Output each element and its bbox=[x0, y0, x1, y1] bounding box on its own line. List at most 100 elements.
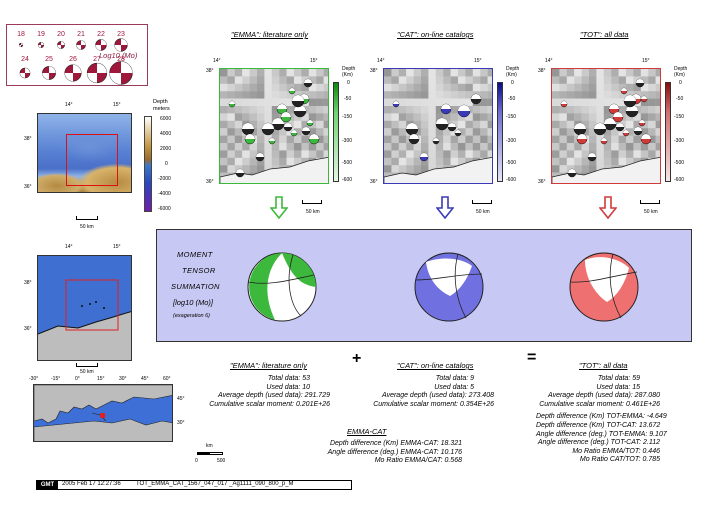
magnitude-label: 19 bbox=[37, 31, 45, 38]
magnitude-label: 24 bbox=[21, 56, 29, 63]
event-beachball bbox=[288, 87, 296, 95]
event-beachball bbox=[576, 133, 588, 145]
summation-line-4: [log10 (Mo)] bbox=[173, 298, 214, 307]
arrow-down-icon bbox=[436, 196, 454, 220]
summation-line-2: TENSOR bbox=[182, 266, 216, 275]
panel-emma bbox=[219, 68, 329, 184]
panel-emma-depth-tick-4: -300 bbox=[342, 138, 353, 144]
event-beachball bbox=[276, 103, 288, 115]
magnitude-label: 28 bbox=[117, 56, 125, 63]
event-beachball bbox=[432, 137, 440, 145]
tot-stats-block: Total data: 59 Used data: 15 Average dep… bbox=[536, 375, 667, 465]
panel-emma-lat-tick-bottom: 36° bbox=[206, 179, 214, 185]
world-lon-tick-2: -15° bbox=[51, 376, 61, 382]
panel-tot-lat-tick-top: 38° bbox=[538, 68, 546, 74]
magnitude-beachball bbox=[19, 67, 31, 79]
tot-used: Used data: 15 bbox=[596, 383, 640, 391]
panel-emma-scale-label: 50 km bbox=[306, 209, 320, 215]
depth-colorbar-tick-7: -6000 bbox=[158, 206, 171, 212]
depth-colorbar-tick-6: -4000 bbox=[158, 191, 171, 197]
beachball-tot bbox=[569, 252, 639, 322]
tot-mo-ratio-emma: Mo Ratio EMMA/TOT: 0.446 bbox=[572, 447, 660, 455]
outline-map bbox=[37, 255, 132, 361]
panel-emma-depth-bar bbox=[333, 82, 339, 182]
panel-emma-lat-tick-top: 38° bbox=[206, 68, 214, 74]
event-beachball bbox=[560, 100, 568, 108]
footer-filename: TOT_EMMA_CAT_1567_047_017 _Ag1111_090_80… bbox=[136, 481, 294, 487]
relief-scale-bar bbox=[76, 216, 98, 220]
tot-angle-diff-emma: Angle difference (deg.) TOT-EMMA: 9.107 bbox=[536, 430, 667, 438]
tot-moment: Cumulative scalar moment: 0.461E+26 bbox=[539, 400, 660, 408]
depth-colorbar-tick-3: 2000 bbox=[160, 146, 172, 152]
event-beachball bbox=[603, 117, 617, 131]
magnitude-label: 25 bbox=[45, 56, 53, 63]
event-beachball bbox=[593, 122, 607, 136]
relief-lon-tick-2: 15° bbox=[113, 102, 121, 108]
depth-colorbar bbox=[144, 116, 152, 212]
tot-depth-diff-emma: Depth difference (Km) TOT-EMMA: -4.649 bbox=[536, 413, 667, 421]
tot-stats-title: "TOT": all data bbox=[579, 361, 628, 370]
panel-tot-lon-tick-2: 15° bbox=[642, 58, 650, 64]
cat-stats-block: Total data: 9 Used data: 5 Average depth… bbox=[372, 375, 494, 409]
panel-cat-depth-unit: (Km) bbox=[506, 72, 517, 78]
cat-moment: Cumulative scalar moment: 0.354E+26 bbox=[373, 400, 494, 408]
panel-tot-lon-tick-1: 14° bbox=[545, 58, 553, 64]
emma-cat-block: Depth difference (Km) EMMA-CAT: 18.321 A… bbox=[296, 440, 462, 466]
panel-tot bbox=[551, 68, 661, 184]
panel-cat-depth-tick-3: -150 bbox=[506, 114, 517, 120]
relief-lon-tick-1: 14° bbox=[65, 102, 73, 108]
panel-tot-depth-tick-2: -50 bbox=[676, 96, 684, 102]
beachball-emma bbox=[247, 252, 317, 322]
emma-cat-depth-diff: Depth difference (Km) EMMA-CAT: 18.321 bbox=[329, 440, 462, 447]
magnitude-label: 20 bbox=[57, 31, 65, 38]
panel-tot-depth-tick-6: -600 bbox=[674, 177, 685, 183]
outline-scale-bar bbox=[76, 363, 98, 367]
event-beachball bbox=[612, 111, 624, 123]
panel-title-cat: "CAT": on-line catalogs bbox=[397, 30, 474, 39]
emma-used: Used data: 10 bbox=[266, 383, 310, 391]
event-beachball bbox=[408, 133, 420, 145]
panel-cat-depth-tick-4: -300 bbox=[506, 138, 517, 144]
event-beachball bbox=[620, 87, 628, 95]
cat-stats-title: "CAT": on-line catalogs bbox=[397, 361, 474, 370]
magnitude-label: 27 bbox=[93, 56, 101, 63]
cat-avg-depth: Average depth (used data): 273.408 bbox=[382, 392, 494, 400]
panel-cat-map bbox=[384, 69, 492, 183]
panel-cat-scale-bar bbox=[472, 200, 492, 204]
relief-map bbox=[37, 113, 132, 193]
panel-cat-lon-tick-2: 15° bbox=[474, 58, 482, 64]
magnitude-beachball bbox=[114, 38, 128, 52]
magnitude-label: 18 bbox=[17, 31, 25, 38]
magnitude-beachball bbox=[18, 42, 24, 48]
event-beachball bbox=[261, 122, 275, 136]
panel-tot-depth-tick-3: -150 bbox=[674, 114, 685, 120]
panel-cat-lat-tick-bottom: 36° bbox=[370, 179, 378, 185]
km-scale-tick-1: 0 bbox=[195, 458, 198, 464]
event-beachball bbox=[623, 94, 637, 108]
event-beachball bbox=[306, 119, 314, 127]
equals-operator: = bbox=[527, 349, 537, 366]
panel-tot-depth-tick-4: -300 bbox=[674, 138, 685, 144]
world-lon-tick-6: 45° bbox=[141, 376, 149, 382]
depth-colorbar-unit: meters bbox=[153, 106, 170, 112]
panel-tot-depth-bar bbox=[665, 82, 671, 182]
emma-cat-title: EMMA-CAT bbox=[347, 427, 387, 436]
panel-emma-map bbox=[220, 69, 328, 183]
outline-lat-tick-bottom: 36° bbox=[24, 326, 32, 332]
emma-stats-block: Total data: 53 Used data: 10 Average dep… bbox=[208, 375, 330, 409]
summation-box: MOMENT TENSOR SUMMATION [log10 (Mo)] (ex… bbox=[156, 229, 692, 342]
panel-tot-depth-title: Depth bbox=[674, 66, 688, 72]
tot-mo-ratio-cat: Mo Ratio CAT/TOT: 0.785 bbox=[579, 456, 660, 464]
arrow-down-icon bbox=[270, 196, 288, 220]
event-beachball bbox=[447, 122, 457, 132]
event-beachball bbox=[615, 122, 625, 132]
magnitude-beachball bbox=[86, 62, 108, 84]
depth-colorbar-title: Depth bbox=[153, 99, 168, 105]
event-beachball bbox=[280, 111, 292, 123]
panel-cat-depth-bar bbox=[497, 82, 503, 182]
panel-emma-depth-tick-3: -150 bbox=[342, 114, 353, 120]
event-beachball bbox=[635, 78, 645, 88]
km-scale-bar bbox=[197, 452, 223, 455]
panel-cat-depth-tick-2: -50 bbox=[508, 96, 516, 102]
